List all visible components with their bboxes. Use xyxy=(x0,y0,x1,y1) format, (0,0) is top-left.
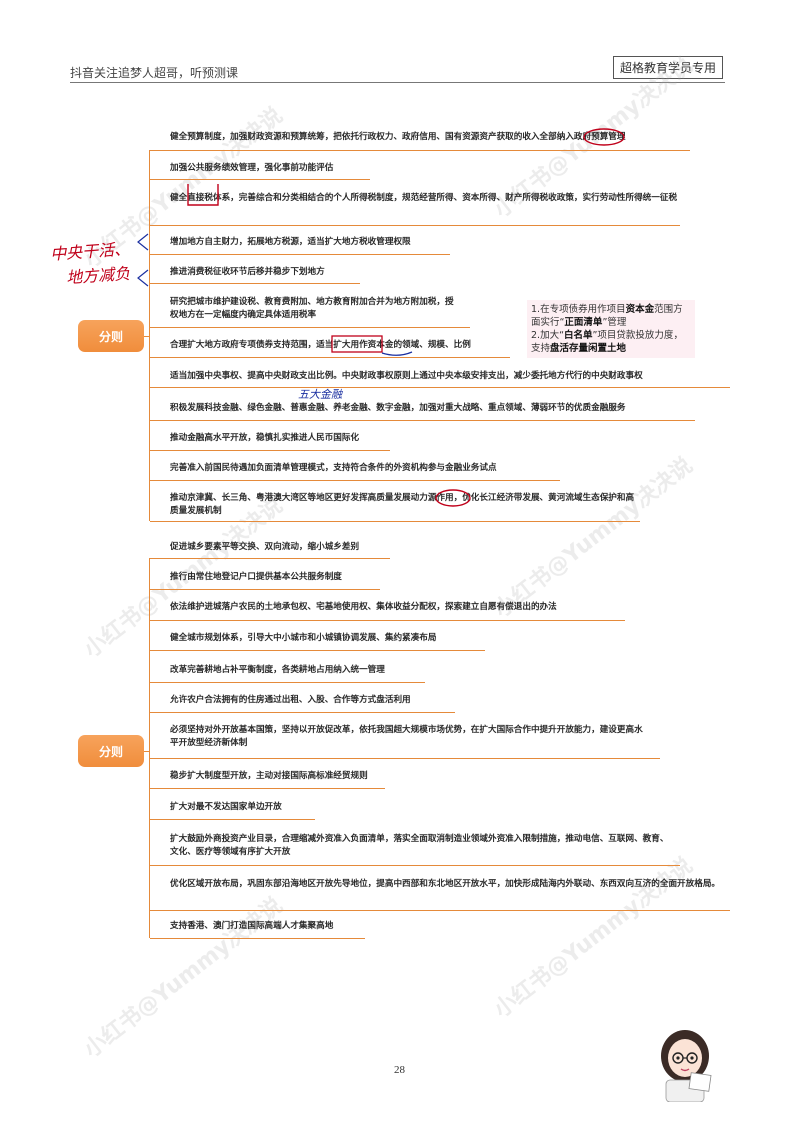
pen-marks-svg xyxy=(137,128,625,507)
pen-circle xyxy=(583,128,625,146)
branch-underline xyxy=(150,387,730,388)
mindmap-trunk-1 xyxy=(149,150,150,521)
pen-arrow xyxy=(137,233,149,287)
header-divider xyxy=(70,82,725,83)
page-number: 28 xyxy=(394,1064,405,1076)
branch-underline xyxy=(150,758,660,759)
branch-underline xyxy=(150,480,560,481)
branch-item: 增加地方自主财力，拓展地方税源，适当扩大地方税收管理权限 xyxy=(170,237,411,247)
watermark: 小红书@Yummy决决说 xyxy=(489,852,698,1023)
header-left-text: 抖音关注追梦人超哥，听预测课 xyxy=(70,66,239,80)
branch-item: 积极发展科技金融、绿色金融、普惠金融、养老金融、数字金融，加强对重大战略、重点领… xyxy=(170,403,626,413)
branch-item: 优化区域开放布局，巩固东部沿海地区开放先导地位，提高中西部和东北地区开放水平，加… xyxy=(170,879,721,889)
branch-underline xyxy=(150,254,450,255)
mindmap-root-1: 分则 xyxy=(78,320,144,352)
root-connector xyxy=(144,336,150,337)
branch-underline xyxy=(150,865,680,866)
branch-item: 必须坚持对外开放基本国策，坚持以开放促改革，依托我国超大规模市场优势，在扩大国际… xyxy=(170,725,643,748)
handwritten-note: 五大金融 xyxy=(298,388,342,401)
branch-item: 推动金融高水平开放，稳慎扎实推进人民币国际化 xyxy=(170,433,360,443)
branch-underline xyxy=(150,589,380,590)
branch-item: 推行由常住地登记户口提供基本公共服务制度 xyxy=(170,572,342,582)
branch-item: 促进城乡要素平等交换、双向流动，缩小城乡差别 xyxy=(170,542,360,552)
branch-underline xyxy=(150,521,640,522)
pen-circle xyxy=(435,489,471,507)
branch-item: 稳步扩大制度型开放，主动对接国际高标准经贸规则 xyxy=(170,771,368,781)
mindmap-trunk-2 xyxy=(149,558,150,938)
branch-underline xyxy=(150,819,315,820)
root-connector xyxy=(144,751,150,752)
branch-underline xyxy=(150,558,390,559)
header-right-badge: 超格教育学员专用 xyxy=(612,56,723,79)
mindmap-root-2: 分则 xyxy=(78,735,144,767)
branch-item: 允许农户合法拥有的住房通过出租、入股、合作等方式盘活利用 xyxy=(170,695,411,705)
branch-underline xyxy=(150,327,470,328)
branch-item: 适当加强中央事权、提高中央财政支出比例。中央财政事权原则上通过中央本级安排支出，… xyxy=(170,371,643,381)
pen-bracket xyxy=(187,184,219,206)
branch-item: 健全预算制度，加强财政资源和预算统筹，把依托行政权力、政府信用、国有资源资产获取… xyxy=(170,132,626,142)
branch-item: 改革完善耕地占补平衡制度，各类耕地占用纳入统一管理 xyxy=(170,665,385,675)
branch-underline xyxy=(150,150,690,151)
branch-underline xyxy=(150,283,360,284)
branch-item: 研究把城市维护建设税、教育费附加、地方教育附加合并为地方附加税，授权地方在一定幅… xyxy=(170,297,454,320)
branch-underline xyxy=(150,682,425,683)
branch-underline xyxy=(150,420,695,421)
branch-item: 健全城市规划体系，引导大中小城市和小城镇协调发展、集约紧凑布局 xyxy=(170,633,437,643)
branch-item: 完善准入前国民待遇加负面清单管理模式，支持符合条件的外资机构参与金融业务试点 xyxy=(170,463,497,473)
branch-item: 加强公共服务绩效管理，强化事前功能评估 xyxy=(170,163,334,173)
branch-underline xyxy=(150,938,365,939)
branch-underline xyxy=(150,179,370,180)
branch-item: 支持香港、澳门打造国际高端人才集聚高地 xyxy=(170,921,334,931)
watermark: 小红书@Yummy决决说 xyxy=(79,892,288,1063)
branch-underline xyxy=(150,712,455,713)
branch-item: 推动京津冀、长三角、粤港澳大湾区等地区更好发挥高质量发展动力源作用，优化长江经济… xyxy=(170,493,635,516)
branch-underline xyxy=(150,620,625,621)
branch-underline xyxy=(150,788,385,789)
pen-box xyxy=(331,335,383,353)
avatar-sticker-icon xyxy=(661,1030,712,1102)
branch-item: 合理扩大地方政府专项债券支持范围，适当扩大用作资本金的领域、规模、比例 xyxy=(170,340,471,350)
branch-underline xyxy=(150,450,390,451)
branch-underline xyxy=(150,225,680,226)
pen-underline xyxy=(381,351,413,356)
branch-item: 推进消费税征收环节后移并稳步下划地方 xyxy=(170,267,325,277)
branch-underline xyxy=(150,357,510,358)
branch-underline xyxy=(150,910,730,911)
branch-item: 扩大对最不发达国家单边开放 xyxy=(170,802,282,812)
branch-underline xyxy=(150,650,485,651)
branch-item: 依法维护进城落户农民的土地承包权、宅基地使用权、集体收益分配权，探索建立自愿有偿… xyxy=(170,602,557,612)
note-box: 1.在专项债券用作项目资本金范围方面实行“正面清单”管理 2.加大“白名单”项目… xyxy=(527,300,695,358)
branch-item: 健全直接税体系，完善综合和分类相结合的个人所得税制度，规范经营所得、资本所得、财… xyxy=(170,193,678,203)
branch-item: 扩大鼓励外商投资产业目录，合理缩减外资准入负面清单，落实全面取消制造业领域外资准… xyxy=(170,834,669,857)
